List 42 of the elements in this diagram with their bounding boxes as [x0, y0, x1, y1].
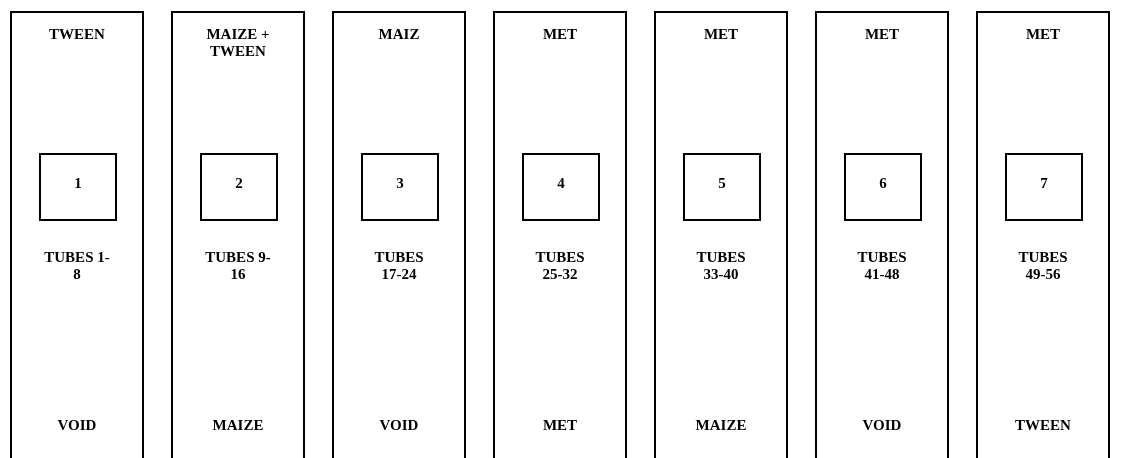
column-label: MET	[541, 26, 579, 43]
number-box	[522, 153, 600, 221]
box-number: 4	[557, 175, 565, 192]
number-box	[200, 153, 278, 221]
column-label: MAIZE	[694, 417, 748, 434]
number-box	[39, 153, 117, 221]
tubes-label: TUBES 9-16	[204, 249, 272, 283]
column-label: MET	[541, 417, 579, 434]
box-number: 2	[235, 175, 243, 192]
column-label: MAIZ	[377, 26, 421, 43]
tubes-label: TUBES 41-48	[856, 249, 908, 283]
box-number: 6	[879, 175, 887, 192]
column-panel	[654, 11, 788, 458]
tubes-label: TUBES 1-8	[43, 249, 111, 283]
number-box	[1005, 153, 1083, 221]
column-label: MET	[1024, 26, 1062, 43]
column-label: TWEEN	[1014, 417, 1072, 434]
number-box	[361, 153, 439, 221]
column-panel	[493, 11, 627, 458]
column-label: VOID	[56, 417, 98, 434]
tubes-label: TUBES 49-56	[1017, 249, 1069, 283]
column-label: MET	[702, 26, 740, 43]
number-box	[683, 153, 761, 221]
box-number: 5	[718, 175, 726, 192]
tubes-label: TUBES 17-24	[373, 249, 425, 283]
box-number: 3	[396, 175, 404, 192]
column-panel	[976, 11, 1110, 458]
column-panel	[815, 11, 949, 458]
box-number: 1	[74, 175, 82, 192]
tubes-label: TUBES 25-32	[534, 249, 586, 283]
column-label: MAIZE + TWEEN	[205, 26, 271, 60]
column-label: MAIZE	[211, 417, 265, 434]
column-label: VOID	[861, 417, 903, 434]
column-label: VOID	[378, 417, 420, 434]
column-label: MET	[863, 26, 901, 43]
column-panel	[332, 11, 466, 458]
column-label: TWEEN	[48, 26, 106, 43]
tubes-label: TUBES 33-40	[695, 249, 747, 283]
column-panel	[171, 11, 305, 458]
column-panel	[10, 11, 144, 458]
box-number: 7	[1040, 175, 1048, 192]
number-box	[844, 153, 922, 221]
